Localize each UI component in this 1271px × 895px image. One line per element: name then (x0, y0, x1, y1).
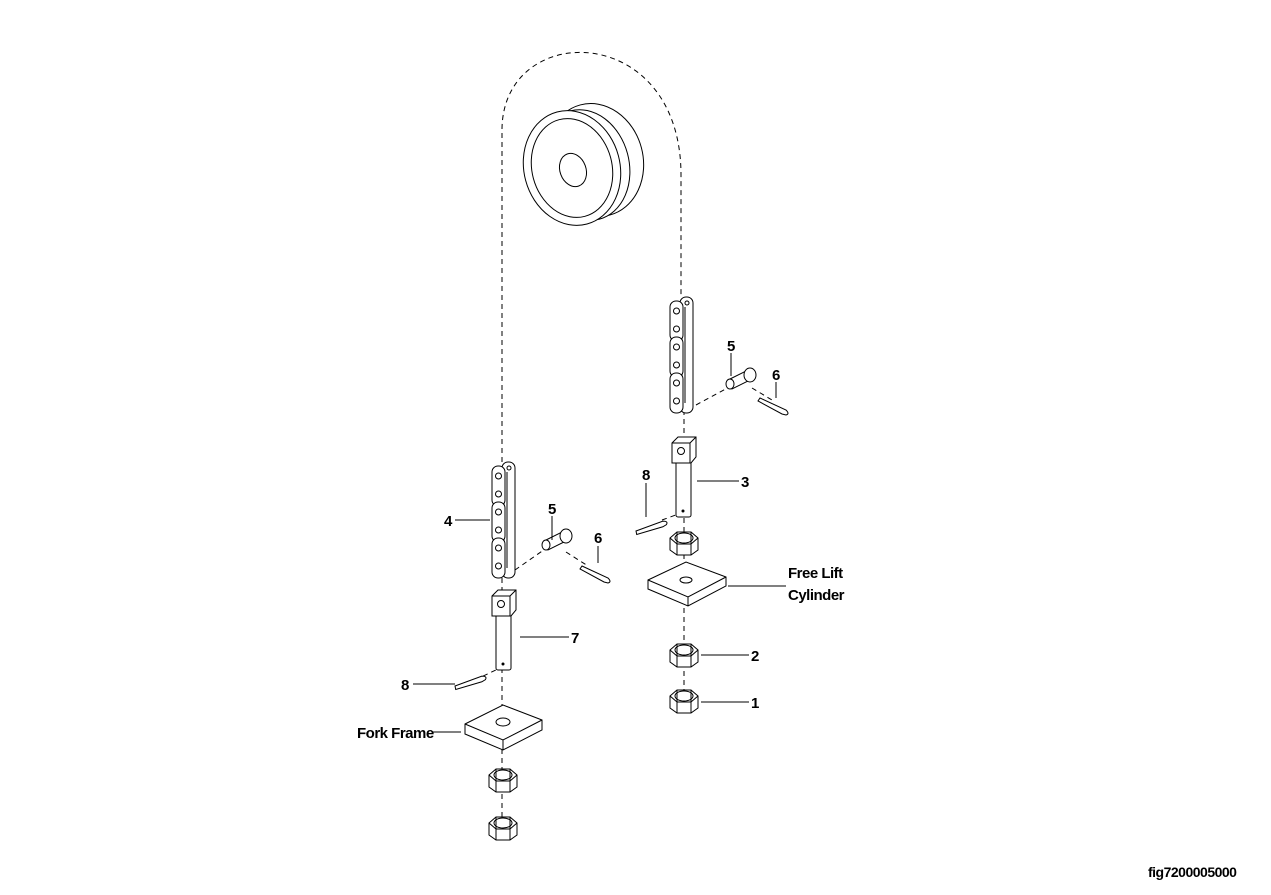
leader-lines (413, 353, 786, 733)
nut-2 (669, 643, 699, 668)
callout-free-lift: Free Lift (788, 565, 843, 582)
sheave-pulley (522, 103, 645, 226)
right-clevis (671, 436, 697, 518)
callout-fork-frame: Fork Frame (357, 725, 434, 742)
callout-2: 2 (751, 648, 759, 665)
left-clevis-cotter (453, 665, 488, 700)
callout-4: 4 (444, 513, 453, 530)
chain-path-line (501, 51, 682, 462)
figure-id: fig7200005000 (1148, 864, 1237, 880)
callout-3: 3 (741, 474, 749, 491)
right-clevis-cotter (634, 510, 669, 545)
callout-7: 7 (571, 630, 579, 647)
left-pin (541, 528, 573, 551)
right-cotter-pin (757, 397, 789, 416)
left-clevis (491, 589, 517, 671)
callout-8-right: 8 (642, 467, 650, 484)
right-top-nut (669, 531, 699, 556)
left-cotter-pin (579, 565, 611, 584)
nut-1 (669, 689, 699, 714)
callout-5-left: 5 (548, 501, 556, 518)
right-chain (669, 296, 694, 414)
callout-cylinder: Cylinder (788, 587, 845, 604)
left-chain (491, 461, 516, 579)
right-pin-axis (695, 384, 773, 406)
free-lift-cylinder-plate (647, 561, 727, 607)
callout-8-left: 8 (401, 677, 409, 694)
callout-5-right: 5 (727, 338, 735, 355)
callout-1: 1 (751, 695, 759, 712)
callout-6-right: 6 (772, 367, 780, 384)
left-pin-axis (514, 546, 589, 571)
left-nut-lower (488, 816, 518, 841)
callout-6-left: 6 (594, 530, 602, 547)
left-nut-upper (488, 768, 518, 793)
fork-frame-plate (464, 704, 543, 751)
